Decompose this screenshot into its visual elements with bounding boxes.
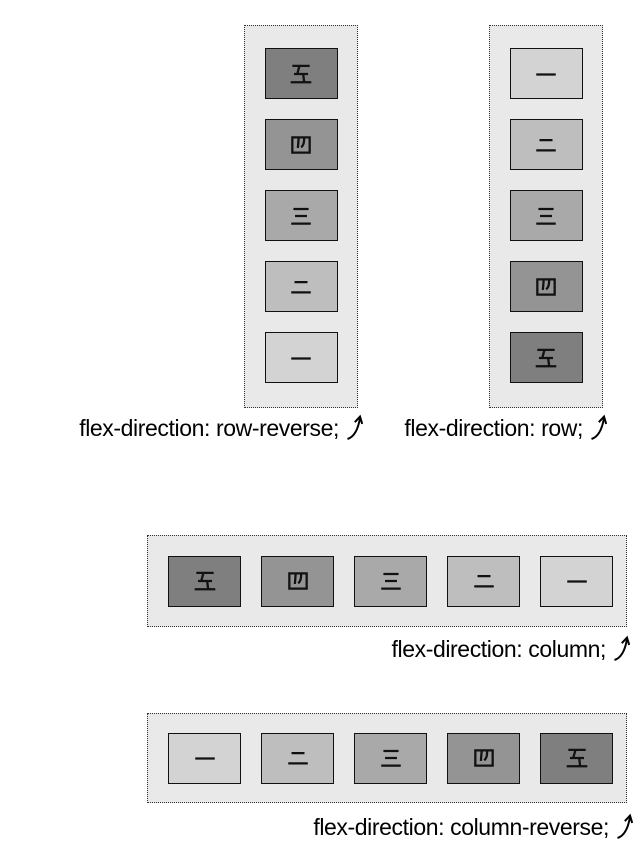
- curved-up-right-arrow-icon: [347, 414, 363, 440]
- caption-row: flex-direction: row;: [404, 413, 607, 443]
- numeral-four-glyph: [473, 749, 494, 767]
- numeral-four-glyph: [291, 135, 311, 154]
- numeral-one-glyph: [291, 356, 311, 360]
- numeral-five-glyph: [535, 348, 557, 367]
- flex-item-five: [264, 48, 338, 99]
- numeral-one-glyph: [566, 580, 587, 583]
- numeral-five-glyph: [566, 748, 587, 768]
- flex-container-row-reverse: [244, 25, 358, 408]
- flex-item-four: [447, 732, 520, 784]
- flex-item-four: [264, 119, 338, 170]
- flex-item-four: [261, 555, 334, 607]
- flex-container-column: [147, 535, 627, 627]
- numeral-two-glyph: [291, 280, 311, 294]
- numeral-five-glyph: [194, 571, 215, 591]
- flex-item-one: [168, 732, 241, 784]
- flex-item-two: [264, 261, 338, 312]
- flex-item-five: [168, 555, 241, 607]
- caption-text-column-reverse: flex-direction: column-reverse;: [313, 813, 609, 840]
- numeral-two-glyph: [287, 751, 308, 765]
- curved-up-right-arrow-icon: [591, 414, 607, 440]
- numeral-three-glyph: [291, 207, 311, 225]
- flex-item-two: [447, 555, 520, 607]
- caption-text-row: flex-direction: row;: [404, 414, 583, 441]
- flex-item-three: [354, 732, 427, 784]
- numeral-three-glyph: [380, 749, 401, 767]
- numeral-two-glyph: [473, 574, 494, 588]
- flex-container-row: [489, 25, 603, 408]
- numeral-two-glyph: [536, 138, 556, 152]
- caption-text-row-reverse: flex-direction: row-reverse;: [79, 414, 339, 441]
- numeral-four-glyph: [287, 572, 308, 590]
- caption-text-column: flex-direction: column;: [391, 635, 607, 662]
- flex-item-two: [509, 119, 583, 170]
- curved-up-right-arrow-icon: [614, 635, 630, 661]
- flex-item-two: [261, 732, 334, 784]
- numeral-three-glyph: [380, 572, 401, 590]
- numeral-one-glyph: [194, 757, 215, 760]
- flex-item-three: [509, 190, 583, 241]
- flex-item-one: [264, 332, 338, 383]
- caption-column-reverse: flex-direction: column-reverse;: [313, 812, 633, 842]
- flex-item-five: [509, 332, 583, 383]
- numeral-five-glyph: [290, 64, 312, 83]
- flex-item-three: [264, 190, 338, 241]
- caption-column: flex-direction: column;: [391, 634, 630, 664]
- numeral-three-glyph: [536, 207, 556, 225]
- flex-item-five: [540, 732, 613, 784]
- flex-container-column-reverse: [147, 713, 627, 803]
- flex-item-one: [509, 48, 583, 99]
- flex-item-three: [354, 555, 427, 607]
- curved-up-right-arrow-icon: [617, 813, 633, 839]
- caption-row-reverse: flex-direction: row-reverse;: [79, 413, 363, 443]
- flex-item-one: [540, 555, 613, 607]
- flex-item-four: [509, 261, 583, 312]
- numeral-one-glyph: [536, 72, 556, 76]
- numeral-four-glyph: [536, 277, 556, 296]
